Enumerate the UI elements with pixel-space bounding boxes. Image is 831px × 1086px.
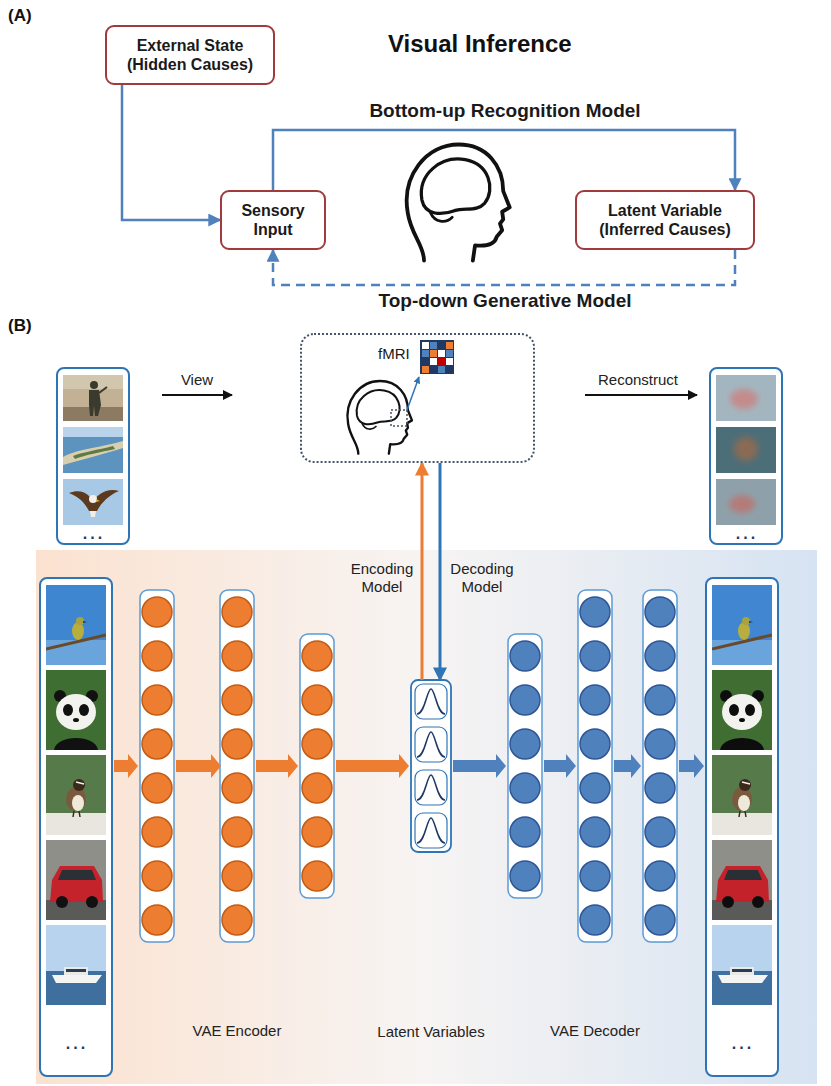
ellipsis-mark: ... bbox=[736, 526, 758, 542]
connector-arrow bbox=[273, 130, 735, 190]
arrow-label: Reconstruct bbox=[598, 371, 678, 388]
connector-arrow bbox=[273, 250, 735, 285]
label-wrap: (A) bbox=[8, 6, 32, 26]
ellipsis-mark: ... bbox=[83, 526, 105, 542]
roi-arrow bbox=[407, 377, 419, 410]
edge-label: Bottom-up Recognition Model bbox=[369, 100, 640, 122]
latent-column: Latent Variables bbox=[371, 680, 491, 1040]
panel-letter: (A) bbox=[8, 6, 32, 26]
edge-label-wrap: Top-down Generative Model bbox=[379, 290, 632, 312]
input-image-column bbox=[40, 578, 112, 1076]
node-text: Latent Variables bbox=[377, 1023, 484, 1040]
label-wrap: ... bbox=[83, 526, 105, 542]
encoder-layer bbox=[220, 590, 254, 942]
arrow-label: View bbox=[181, 371, 213, 388]
edge-label-wrap: Encoding Model bbox=[346, 560, 418, 596]
connector-arrow bbox=[122, 85, 220, 220]
encoder-layer bbox=[300, 634, 334, 898]
view-arrow bbox=[162, 394, 232, 396]
head-illustration bbox=[347, 381, 411, 454]
label-wrap: View bbox=[181, 371, 213, 388]
reconstruction-column bbox=[710, 368, 782, 544]
flow-arrows bbox=[114, 754, 409, 778]
node-text: External State (Hidden Causes) bbox=[115, 36, 265, 74]
connector-arrow bbox=[439, 463, 442, 680]
label-wrap: ... bbox=[66, 1036, 88, 1052]
edge-label: Top-down Generative Model bbox=[379, 290, 632, 312]
stimulus-column bbox=[57, 368, 129, 544]
label-wrap: (B) bbox=[8, 316, 32, 336]
stage-label: VAE Encoder bbox=[193, 1022, 282, 1039]
connector-arrow bbox=[421, 463, 424, 680]
title-wrap: Visual Inference bbox=[388, 30, 572, 58]
node-text: Sensory Input bbox=[230, 201, 316, 239]
ellipsis-mark: ... bbox=[66, 1036, 88, 1052]
head-illustration bbox=[407, 145, 510, 261]
label-wrap: ... bbox=[736, 526, 758, 542]
panel-letter: (B) bbox=[8, 316, 32, 336]
ellipsis-mark: ... bbox=[732, 1036, 754, 1052]
latent-layer bbox=[411, 680, 451, 852]
vae-panel bbox=[36, 550, 817, 1084]
decoder-layer bbox=[508, 634, 542, 898]
decoder-layer bbox=[643, 590, 677, 942]
state-box: Sensory Input bbox=[220, 190, 326, 250]
node-text: fMRI bbox=[378, 345, 410, 362]
state-box: External State (Hidden Causes) bbox=[105, 25, 275, 85]
label-wrap: VAE Encoder bbox=[193, 1022, 282, 1039]
edge-label-wrap: Decoding Model bbox=[446, 560, 518, 596]
label-wrap: VAE Decoder bbox=[550, 1022, 640, 1039]
reconstruct-arrow bbox=[585, 394, 697, 396]
label-wrap: ... bbox=[732, 1036, 754, 1052]
output-image-column bbox=[706, 578, 778, 1076]
flow-arrows bbox=[453, 754, 704, 778]
node-text: Latent Variable (Inferred Causes) bbox=[585, 201, 745, 239]
edge-label: Decoding Model bbox=[446, 560, 518, 596]
state-box: Latent Variable (Inferred Causes) bbox=[575, 190, 755, 250]
encoder-layer bbox=[140, 590, 174, 942]
voxel-grid bbox=[420, 340, 454, 374]
diagram-title: Visual Inference bbox=[388, 30, 572, 58]
decoder-layer bbox=[578, 590, 612, 942]
fmri-box: fMRI bbox=[300, 333, 535, 463]
edge-label: Encoding Model bbox=[346, 560, 418, 596]
label-wrap: Reconstruct bbox=[598, 371, 678, 388]
stage-label: VAE Decoder bbox=[550, 1022, 640, 1039]
edge-label-wrap: Bottom-up Recognition Model bbox=[369, 100, 640, 122]
roi-box bbox=[391, 410, 407, 426]
